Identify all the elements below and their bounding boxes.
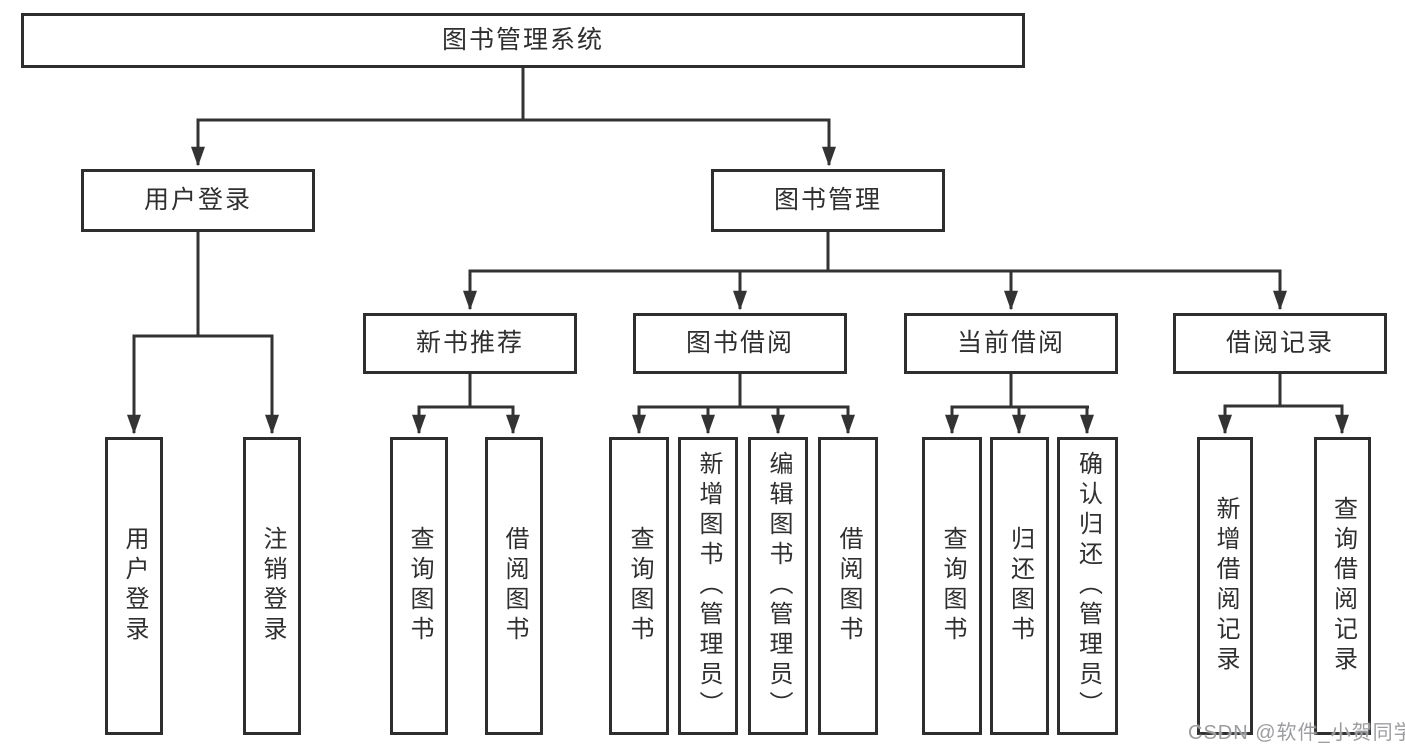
leaf-user-login: 用户登录 xyxy=(105,437,163,735)
node-label: 图书管理系统 xyxy=(441,26,604,54)
connector-root xyxy=(191,68,836,167)
connector-user-login xyxy=(127,232,279,435)
node-label: 查询图书 xyxy=(406,526,433,646)
node-label: 新书推荐 xyxy=(415,329,524,357)
connector-book-management xyxy=(463,232,1287,311)
node-label: 图书借阅 xyxy=(685,329,794,357)
node-label: 借阅图书 xyxy=(835,526,862,646)
connector-book-borrow xyxy=(632,374,855,435)
node-user-login: 用户登录 xyxy=(81,169,315,232)
node-label: 确认归还（管理员） xyxy=(1074,451,1102,721)
leaf-query-borrow-record: 查询借阅记录 xyxy=(1314,437,1371,735)
leaf-return-book: 归还图书 xyxy=(990,437,1049,735)
node-label: 当前借阅 xyxy=(956,329,1065,357)
connector-current-borrow xyxy=(945,374,1094,435)
node-system-root: 图书管理系统 xyxy=(21,13,1025,68)
node-label: 借阅记录 xyxy=(1225,329,1334,357)
leaf-borrow-book-2: 借阅图书 xyxy=(818,437,878,735)
node-book-management: 图书管理 xyxy=(711,169,945,232)
connector-borrow-record xyxy=(1218,374,1349,435)
node-label: 图书管理 xyxy=(773,186,882,214)
leaf-borrow-book-1: 借阅图书 xyxy=(485,437,543,735)
node-label: 借阅图书 xyxy=(501,526,528,646)
leaf-add-borrow-record: 新增借阅记录 xyxy=(1197,437,1253,735)
node-new-book-recommend: 新书推荐 xyxy=(363,313,577,374)
node-label: 新增图书（管理员） xyxy=(695,451,722,721)
node-label: 查询图书 xyxy=(626,526,653,646)
node-label: 归还图书 xyxy=(1006,526,1034,646)
node-label: 编辑图书（管理员） xyxy=(765,451,792,721)
node-label: 查询图书 xyxy=(939,526,966,646)
node-book-borrow: 图书借阅 xyxy=(633,313,847,374)
leaf-logout: 注销登录 xyxy=(243,437,301,735)
leaf-add-book-admin: 新增图书（管理员） xyxy=(678,437,738,735)
leaf-edit-book-admin: 编辑图书（管理员） xyxy=(748,437,808,735)
node-label: 查询借阅记录 xyxy=(1329,496,1357,676)
node-label: 注销登录 xyxy=(259,526,286,646)
node-current-borrow: 当前借阅 xyxy=(904,313,1118,374)
leaf-query-book-3: 查询图书 xyxy=(922,437,982,735)
leaf-query-book-1: 查询图书 xyxy=(390,437,448,735)
node-label: 新增借阅记录 xyxy=(1212,496,1239,676)
node-label: 用户登录 xyxy=(121,526,148,646)
connector-new-book xyxy=(412,374,520,435)
leaf-query-book-2: 查询图书 xyxy=(609,437,669,735)
node-label: 用户登录 xyxy=(143,186,252,214)
node-borrow-record: 借阅记录 xyxy=(1173,313,1387,374)
leaf-confirm-return-admin: 确认归还（管理员） xyxy=(1057,437,1118,735)
watermark: CSDN @软件_小贺同学 xyxy=(1188,722,1405,744)
